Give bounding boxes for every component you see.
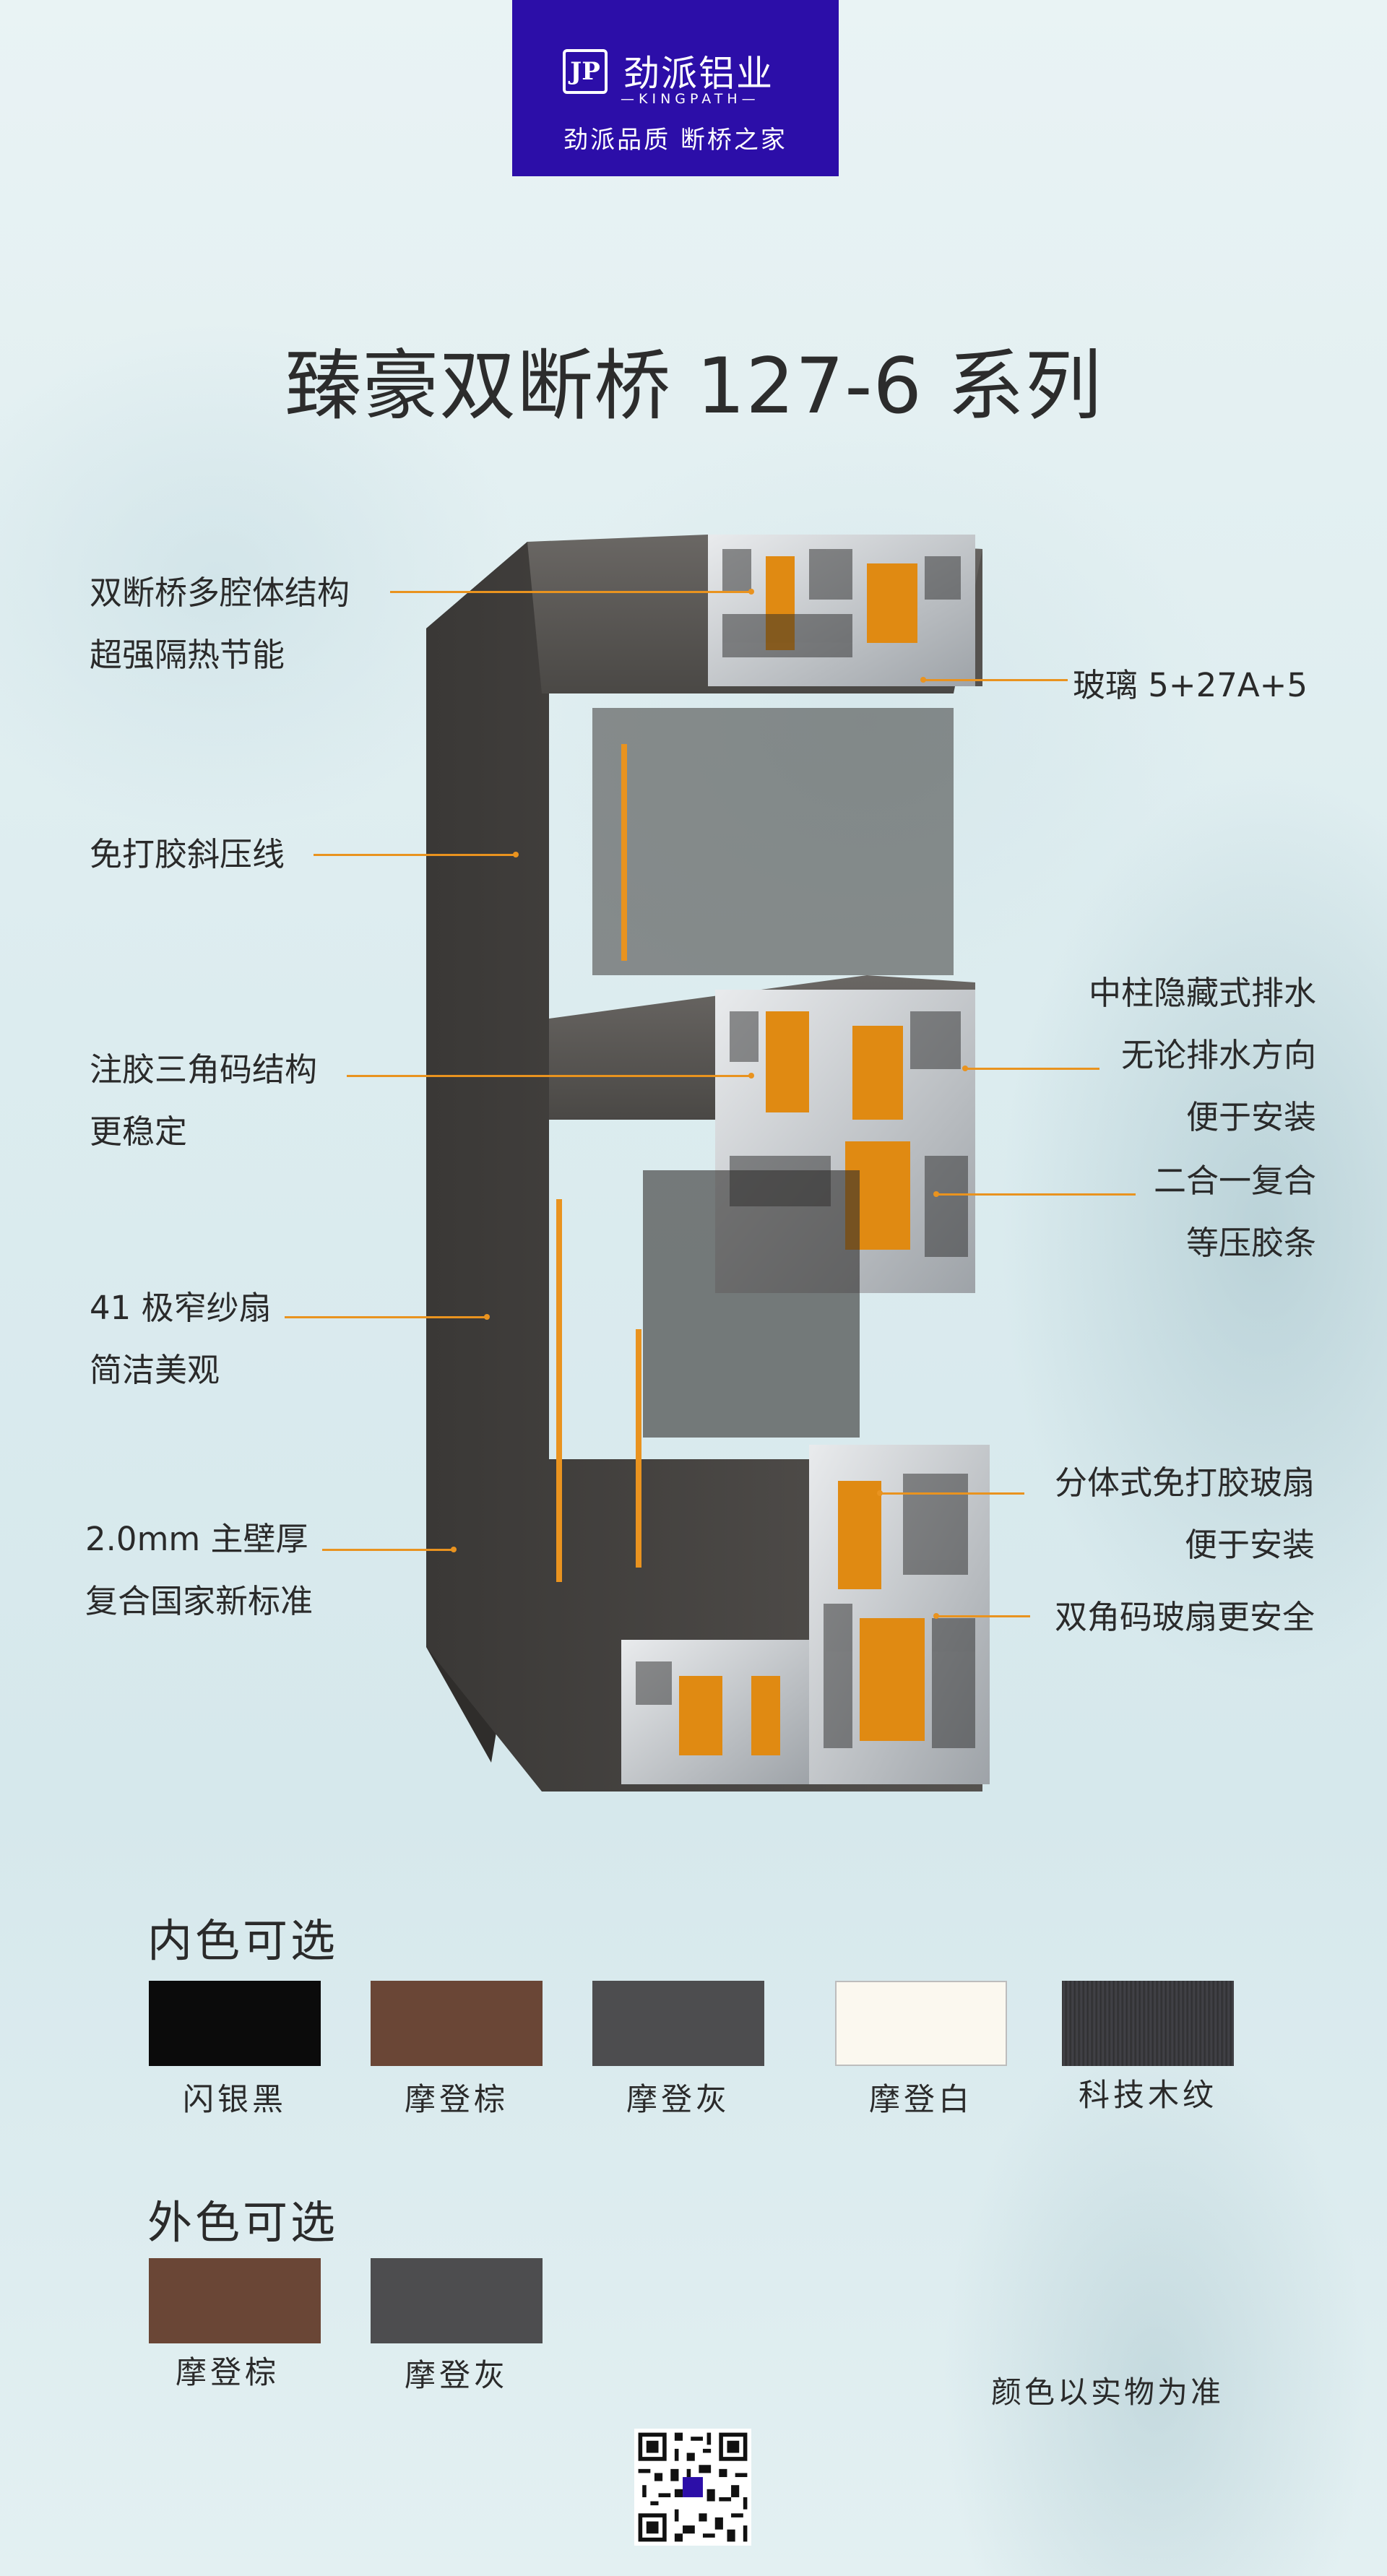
- callout-left-2-dot: [513, 852, 519, 857]
- callout-left-2: 免打胶斜压线: [90, 835, 285, 873]
- callout-right-3: 二合一复合 等压胶条: [1153, 1162, 1316, 1262]
- callout-right-2: 中柱隐藏式排水 无论排水方向 便于安装: [1088, 974, 1316, 1136]
- callout-right-2-dot: [962, 1066, 968, 1071]
- callout-left-3-leader: [347, 1075, 751, 1077]
- brand-slogan: 劲派品质 断桥之家: [563, 126, 787, 155]
- brand-header: JP 劲派铝业 —KINGPATH— 劲派品质 断桥之家: [512, 0, 839, 176]
- outer-swatch-2-label: 摩登灰: [405, 2358, 509, 2394]
- page-title: 臻豪双断桥 127-6 系列: [285, 342, 1102, 431]
- color-disclaimer: 颜色以实物为准: [991, 2374, 1224, 2410]
- outer-colors-title: 外色可选: [147, 2196, 339, 2249]
- callout-right-1-leader: [923, 679, 1068, 681]
- callout-right-1-dot: [920, 677, 926, 683]
- callout-right-4-dot: [877, 1490, 883, 1496]
- callout-left-2-leader: [314, 854, 516, 856]
- callout-left-1-dot: [748, 589, 754, 595]
- window-profile-illustration: [426, 535, 990, 1791]
- callout-right-5-leader: [936, 1615, 1030, 1617]
- callout-left-1-leader: [390, 591, 751, 593]
- brand-logo-icon: JP: [563, 49, 608, 94]
- inner-swatch-2-label: 摩登棕: [405, 2082, 509, 2118]
- callout-right-4-leader: [880, 1492, 1024, 1495]
- callout-right-5: 双角码玻扇更安全: [1054, 1598, 1315, 1636]
- inner-colors-title: 内色可选: [147, 1914, 339, 1967]
- callout-left-5: 2.0mm 主壁厚 复合国家新标准: [85, 1520, 314, 1620]
- brand-name: 劲派铝业: [623, 53, 774, 95]
- callout-right-3-dot: [933, 1191, 939, 1197]
- callout-left-4: 41 极窄纱扇 简洁美观: [90, 1289, 272, 1389]
- callout-left-3-dot: [748, 1073, 754, 1079]
- outer-swatch-2: [371, 2258, 543, 2343]
- outer-swatch-1: [149, 2258, 321, 2343]
- qr-code-icon[interactable]: [634, 2429, 751, 2546]
- callout-left-5-leader: [322, 1549, 454, 1551]
- callout-left-1: 双断桥多腔体结构 超强隔热节能: [90, 574, 350, 674]
- inner-swatch-4: [835, 1981, 1007, 2066]
- callout-left-3: 注胶三角码结构 更稳定: [90, 1050, 318, 1151]
- callout-left-4-leader: [285, 1316, 487, 1318]
- inner-swatch-2: [371, 1981, 543, 2066]
- inner-swatch-5: [1062, 1981, 1234, 2066]
- callout-right-1: 玻璃 5+27A+5: [1072, 666, 1308, 704]
- inner-swatch-4-label: 摩登白: [869, 2082, 973, 2118]
- inner-swatch-1-label: 闪银黑: [183, 2082, 287, 2118]
- callout-left-4-dot: [484, 1314, 490, 1320]
- callout-right-4: 分体式免打胶玻扇 便于安装: [1054, 1464, 1315, 1564]
- callout-right-5-dot: [933, 1613, 939, 1619]
- inner-swatch-3-label: 摩登灰: [626, 2082, 730, 2118]
- callout-right-2-leader: [965, 1068, 1099, 1070]
- outer-swatch-1-label: 摩登棕: [176, 2355, 280, 2391]
- inner-swatch-5-label: 科技木纹: [1079, 2078, 1217, 2114]
- callout-left-5-dot: [451, 1547, 457, 1552]
- callout-right-3-leader: [936, 1193, 1136, 1196]
- inner-swatch-3: [592, 1981, 764, 2066]
- inner-swatch-1: [149, 1981, 321, 2066]
- brand-name-en: —KINGPATH—: [621, 91, 760, 107]
